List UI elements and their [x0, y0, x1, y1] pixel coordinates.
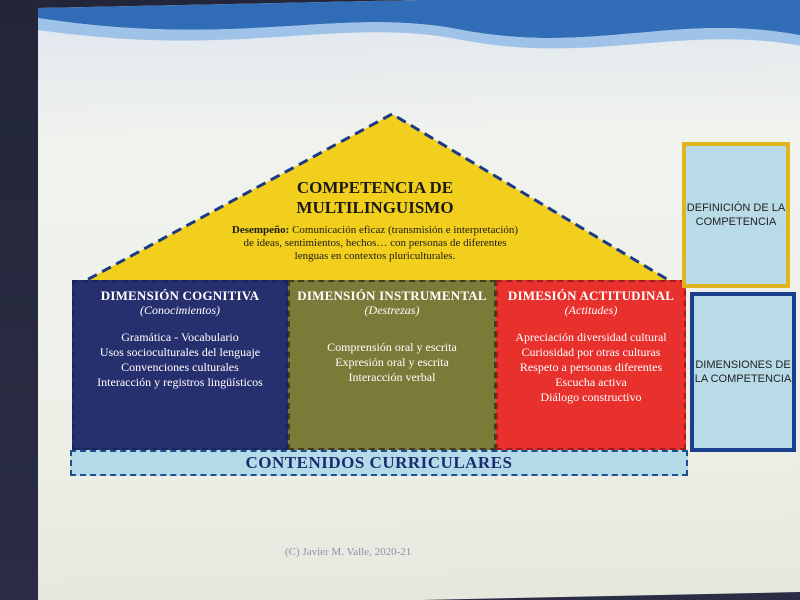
title-line-1: COMPETENCIA DE	[296, 178, 454, 197]
list-item: Curiosidad por otras culturas	[521, 345, 661, 359]
attitudinal-title: DIMESIÓN ACTITUDINAL	[507, 288, 675, 303]
dimensions-label: DIMENSIONES DE LA COMPETENCIA	[694, 359, 792, 385]
curricular-contents-base: CONTENIDOS CURRICULARES	[70, 450, 688, 476]
performance-label: Desempeño:	[231, 224, 290, 236]
definition-box: DEFINICIÓN DE LA COMPETENCIA	[682, 142, 790, 288]
roof-content: COMPETENCIA DE MULTILINGUISMO Desempeño:…	[230, 178, 520, 263]
cognitive-title: DIMENSIÓN COGNITIVA	[100, 288, 260, 303]
list-item: Respeto a personas diferentes	[519, 360, 663, 374]
title-line-2: MULTILINGUISMO	[296, 198, 454, 217]
instrumental-items: Comprensión oral y escrita Expresión ora…	[290, 340, 494, 385]
list-item: Diálogo constructivo	[540, 390, 642, 404]
list-item: Interacción y registros lingüísticos	[97, 375, 263, 389]
header-wave-decoration	[38, 0, 800, 49]
list-item: Apreciación diversidad cultural	[515, 330, 667, 344]
performance-description: Desempeño: Comunicación eficaz (transmis…	[230, 224, 520, 263]
list-item: Convenciones culturales	[121, 360, 239, 374]
definition-label: DEFINICIÓN DE LA COMPETENCIA	[686, 202, 786, 228]
presentation-slide	[38, 0, 800, 600]
list-item: Usos socioculturales del lenguaje	[99, 345, 261, 359]
list-item: Expresión oral y escrita	[335, 355, 449, 369]
competence-title: COMPETENCIA DE MULTILINGUISMO	[230, 178, 520, 218]
list-item: Gramática - Vocabulario	[121, 330, 239, 344]
dimensions-box: DIMENSIONES DE LA COMPETENCIA	[690, 292, 796, 452]
attitudinal-subtitle: (Actitudes)	[564, 303, 618, 317]
performance-text: Comunicación eficaz (transmisión e inter…	[243, 224, 519, 262]
instrumental-subtitle: (Destrezas)	[364, 303, 420, 317]
cognitive-subtitle: (Conocimientos)	[140, 303, 220, 317]
list-item: Comprensión oral y escrita	[327, 340, 457, 354]
list-item: Escucha activa	[555, 375, 627, 389]
cognitive-items: Gramática - Vocabulario Usos sociocultur…	[74, 330, 286, 390]
column-attitudinal: DIMESIÓN ACTITUDINAL (Actitudes) Aprecia…	[496, 280, 686, 450]
list-item: Interacción verbal	[348, 370, 436, 384]
base-label: CONTENIDOS CURRICULARES	[245, 453, 513, 472]
column-instrumental: DIMENSIÓN INSTRUMENTAL (Destrezas) Compr…	[288, 280, 496, 450]
attitudinal-items: Apreciación diversidad cultural Curiosid…	[498, 330, 684, 405]
copyright-text: (C) Javier M. Valle, 2020-21	[285, 546, 412, 558]
column-cognitive: DIMENSIÓN COGNITIVA (Conocimientos) Gram…	[72, 280, 288, 450]
instrumental-title: DIMENSIÓN INSTRUMENTAL	[297, 288, 487, 303]
